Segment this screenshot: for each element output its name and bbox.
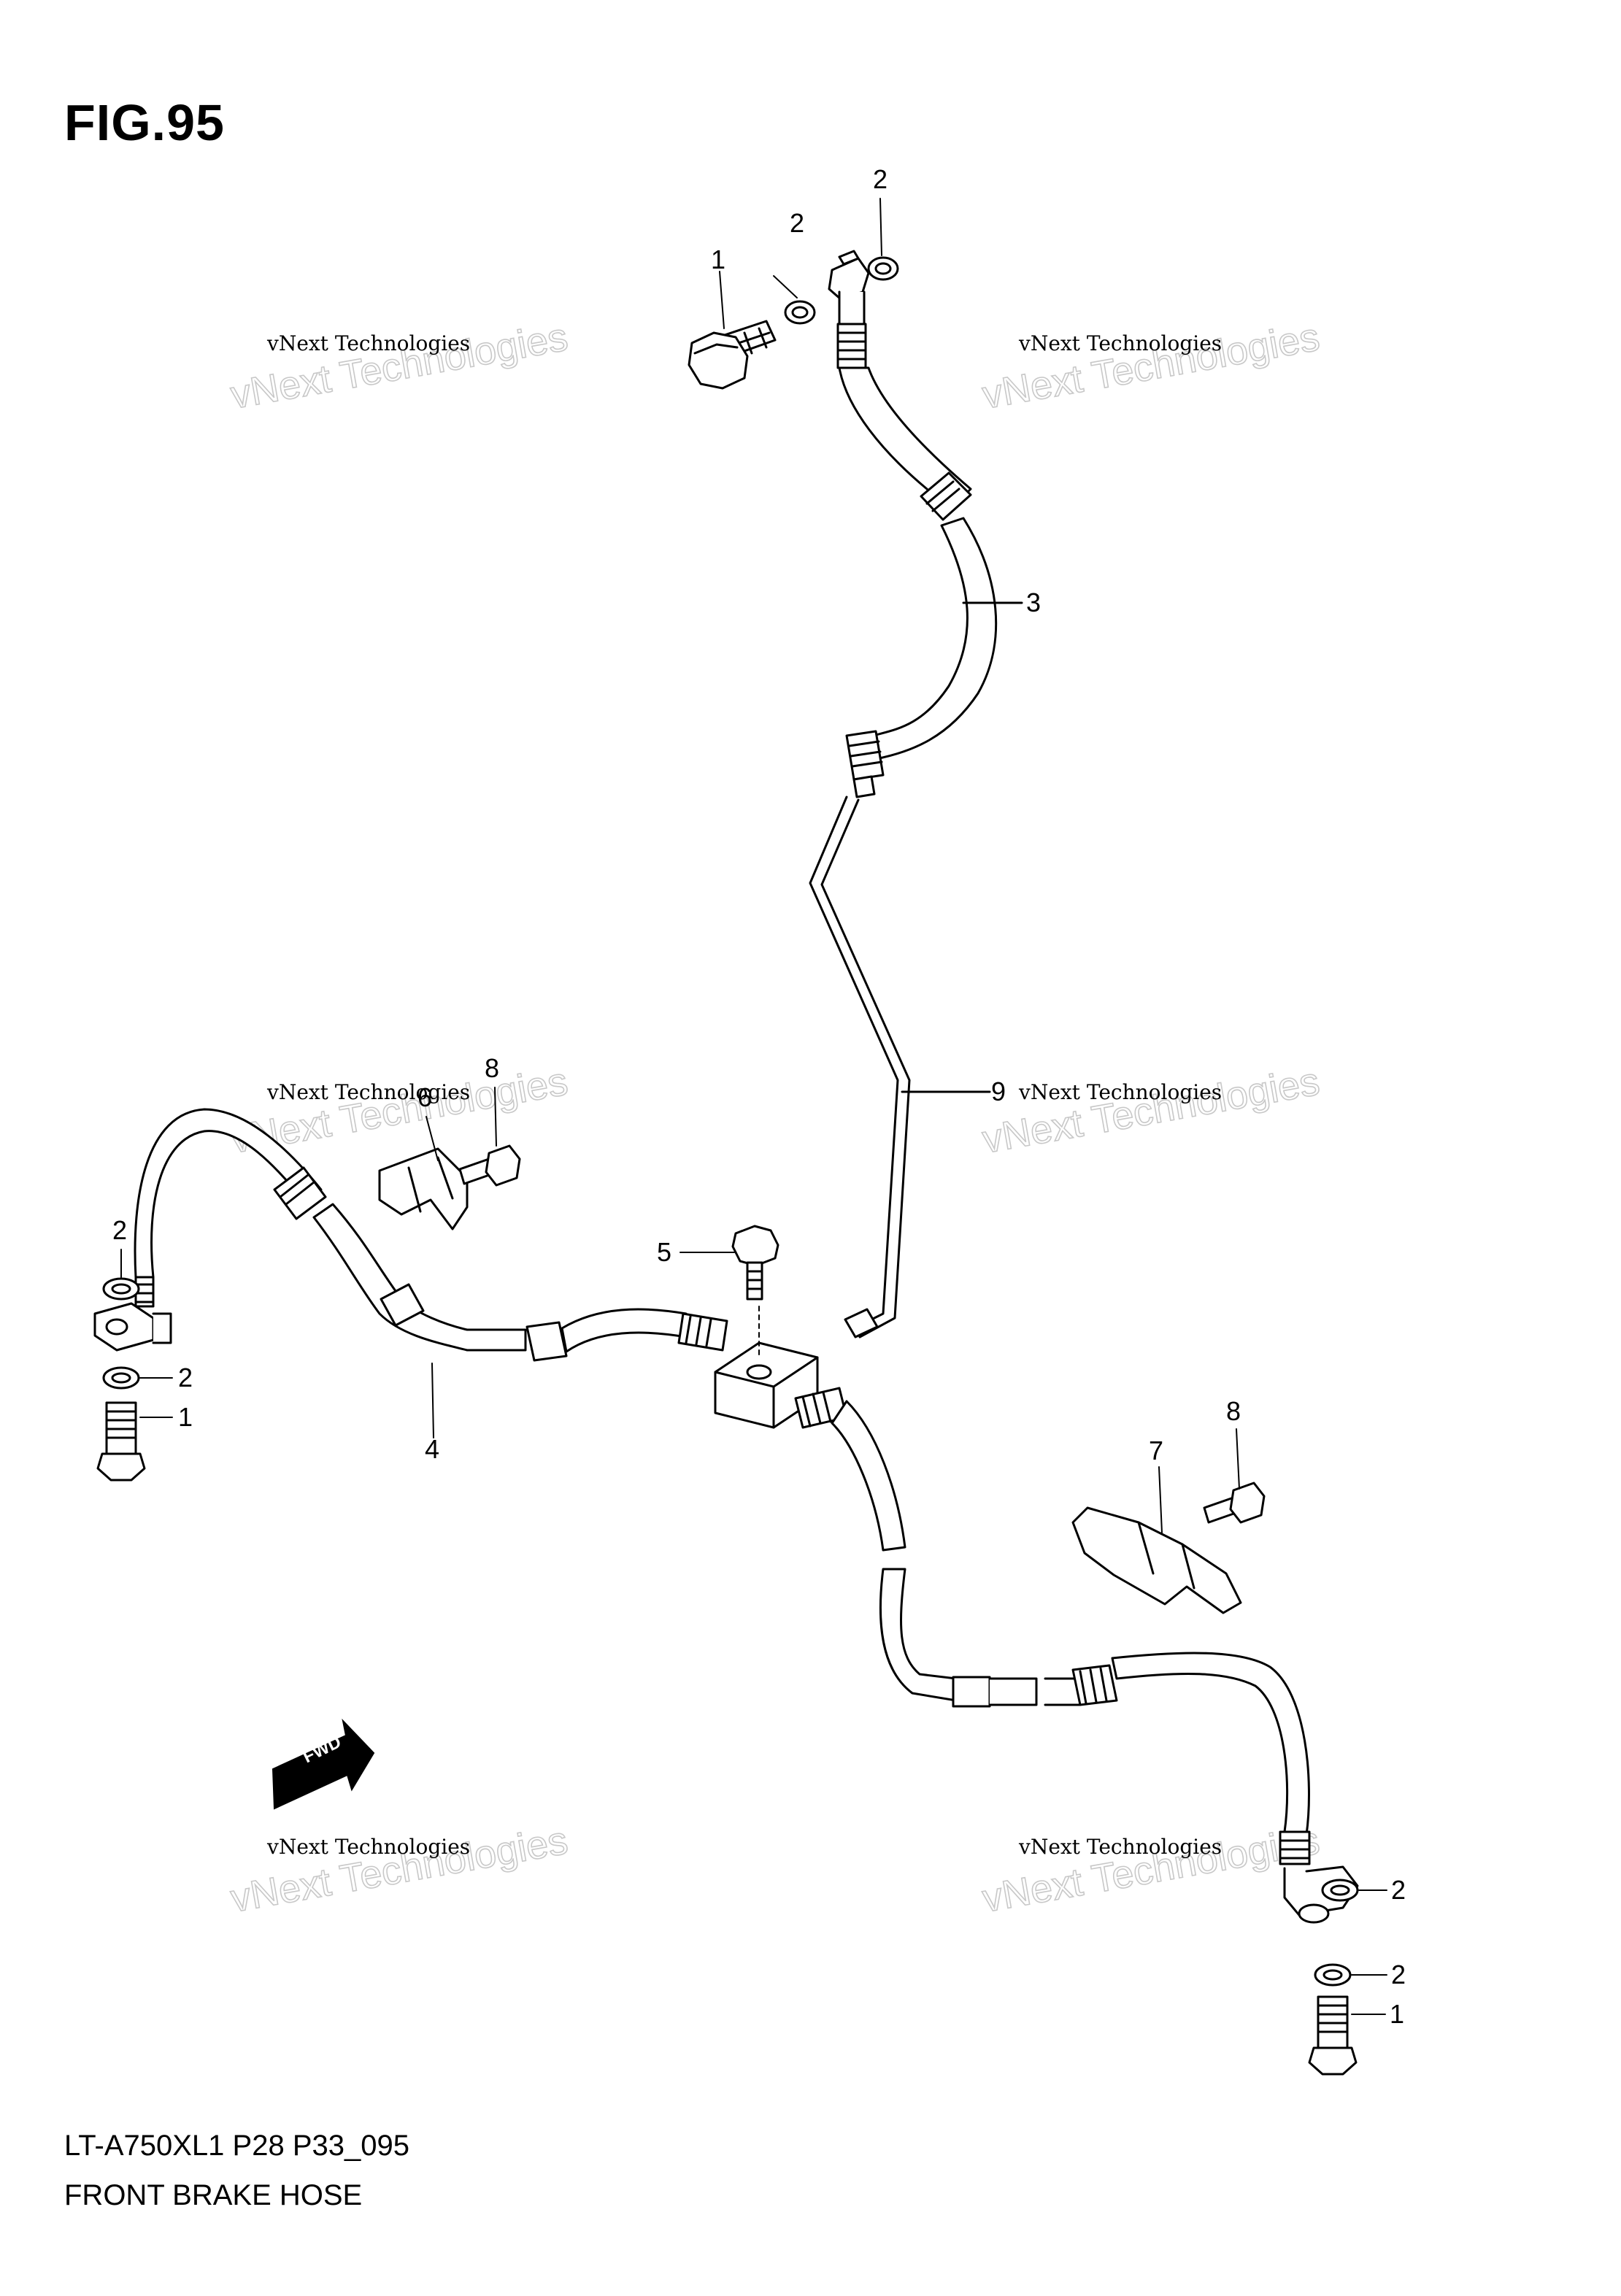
model-code: LT-A750XL1 P28 P33_095 [64, 2130, 409, 2162]
svg-text:vNext Technologies: vNext Technologies [228, 315, 571, 417]
svg-text:vNext Technologies: vNext Technologies [228, 1819, 571, 1921]
watermark-bottom-left: vNext Technologies vNext Technologies [227, 1818, 571, 1922]
leader-7 [1158, 1466, 1163, 1533]
washer-right-1 [1321, 1879, 1359, 1902]
svg-text:vNext Technologies: vNext Technologies [1018, 1835, 1222, 1859]
callout-2-left-a: 2 [112, 1215, 127, 1245]
leader-8a [494, 1087, 497, 1147]
callout-3: 3 [1026, 588, 1041, 617]
svg-text:vNext Technologies: vNext Technologies [266, 331, 470, 355]
svg-text:vNext Technologies: vNext Technologies [979, 1060, 1323, 1162]
watermark-top-left: vNext Technologies vNext Technologies [227, 315, 571, 418]
banjo-bolt-top [688, 320, 777, 390]
callout-1-left: 1 [178, 1402, 193, 1432]
bracket-6 [378, 1147, 469, 1230]
leader-4 [431, 1363, 434, 1438]
callout-2-top-a: 2 [790, 208, 804, 238]
callout-5: 5 [657, 1237, 671, 1267]
callout-8-left: 8 [485, 1053, 499, 1083]
brake-hose-upper [828, 250, 998, 798]
callout-7: 7 [1149, 1436, 1163, 1465]
bolt-5 [731, 1225, 779, 1301]
svg-text:vNext Technologies: vNext Technologies [979, 1819, 1323, 1921]
callout-1-right: 1 [1390, 1999, 1404, 2029]
leader-8b [1236, 1428, 1240, 1490]
leader-2b [879, 198, 882, 256]
watermark-bottom-right: vNext Technologies vNext Technologies [979, 1818, 1323, 1922]
washer-left-1 [102, 1277, 140, 1301]
washer-left-2 [102, 1366, 140, 1390]
svg-text:vNext Technologies: vNext Technologies [1018, 331, 1222, 355]
callout-4: 4 [425, 1434, 439, 1464]
washer-top-2 [867, 256, 899, 281]
callout-2-right-a: 2 [1391, 1875, 1406, 1905]
figure-title: FIG.95 [64, 94, 225, 151]
brake-hose-left [134, 1108, 728, 1362]
callout-2-right-b: 2 [1391, 1960, 1406, 1989]
callout-6: 6 [417, 1082, 432, 1112]
svg-text:vNext Technologies: vNext Technologies [1018, 1080, 1222, 1104]
callout-8-right: 8 [1226, 1396, 1241, 1426]
callout-2-left-b: 2 [178, 1363, 193, 1392]
brake-pipe [809, 795, 911, 1338]
svg-text:vNext Technologies: vNext Technologies [266, 1080, 470, 1104]
svg-text:vNext Technologies: vNext Technologies [979, 315, 1323, 417]
washer-right-2 [1314, 1963, 1352, 1987]
fwd-arrow-badge: FWD [272, 1718, 375, 1810]
washer-top-1 [784, 300, 816, 325]
callout-9: 9 [991, 1076, 1006, 1106]
banjo-fitting-right [1283, 1865, 1359, 1924]
callout-1-top: 1 [711, 244, 725, 274]
leader-6 [426, 1116, 439, 1161]
callout-2-top-b: 2 [873, 164, 887, 194]
banjo-bolt-left [96, 1401, 146, 1482]
watermark-top-right: vNext Technologies vNext Technologies [979, 315, 1323, 418]
leader-2a [773, 275, 798, 298]
bracket-7 [1071, 1506, 1242, 1614]
svg-text:vNext Technologies: vNext Technologies [266, 1835, 470, 1859]
banjo-fitting-left [93, 1302, 172, 1352]
watermark-mid-right: vNext Technologies vNext Technologies [979, 1059, 1323, 1163]
brake-hose-right [794, 1387, 1311, 1865]
leader-1a [719, 271, 725, 329]
banjo-bolt-right [1308, 1995, 1358, 2076]
bolt-8-left [458, 1144, 521, 1187]
bolt-8-right [1203, 1482, 1266, 1524]
figure-name: FRONT BRAKE HOSE [64, 2179, 363, 2211]
